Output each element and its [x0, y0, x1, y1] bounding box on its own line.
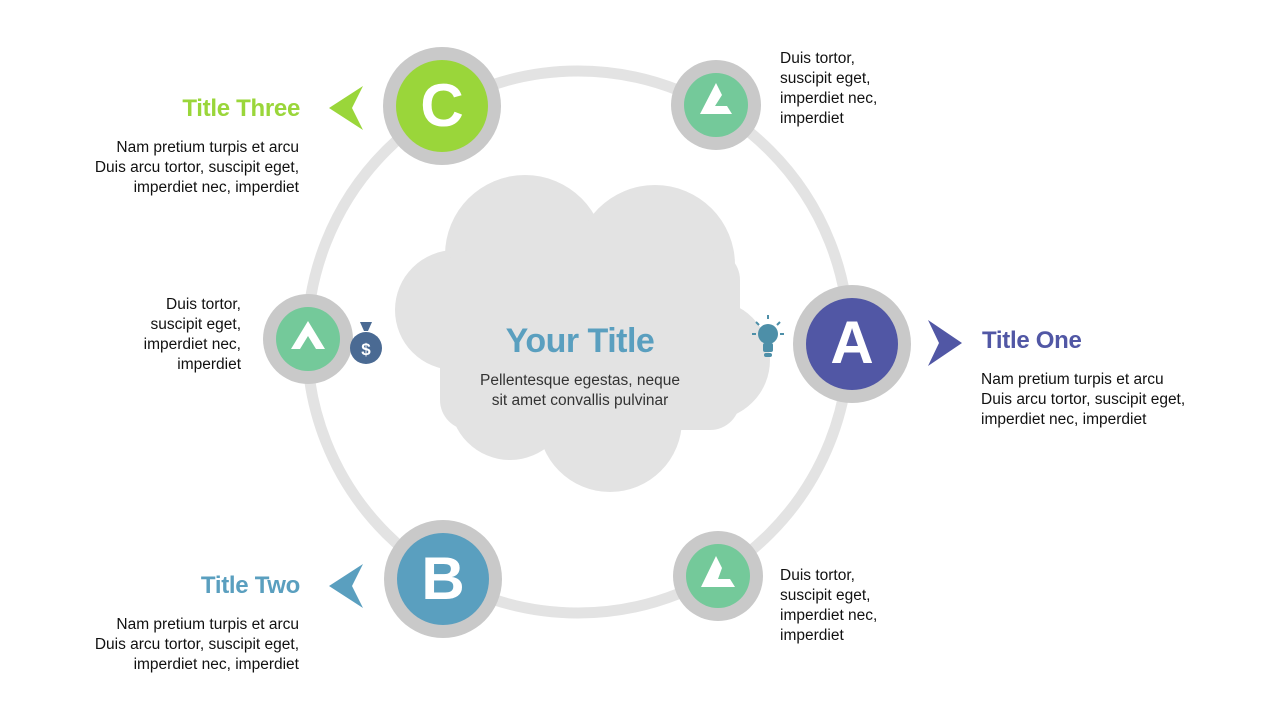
- small-text-line: suscipit eget,: [780, 587, 871, 604]
- lightbulb-icon: [752, 315, 784, 357]
- small-text-line: imperdiet: [780, 627, 844, 644]
- small-text-line: Duis tortor,: [780, 50, 855, 67]
- desc-line: Duis arcu tortor, suscipit eget,: [94, 159, 299, 176]
- title-two-description: Nam pretium turpis et arcu Duis arcu tor…: [40, 615, 299, 675]
- center-cloud: [395, 175, 770, 492]
- center-title: Your Title: [505, 322, 655, 360]
- chevron-icon: [291, 321, 325, 349]
- small-text-line: imperdiet nec,: [143, 336, 241, 353]
- node-a-fill: [806, 298, 898, 390]
- small-text-line: imperdiet nec,: [780, 90, 878, 107]
- small-node-bottom-right-text: Duis tortor, suscipit eget, imperdiet ne…: [780, 566, 930, 646]
- chevron-icon: [701, 556, 735, 587]
- small-text-line: suscipit eget,: [780, 70, 871, 87]
- small-text-line: imperdiet nec,: [780, 607, 878, 624]
- title-three: Title Three: [182, 95, 300, 122]
- title-three-description: Nam pretium turpis et arcu Duis arcu tor…: [40, 138, 299, 198]
- center-subtitle-line: sit amet convallis pulvinar: [491, 392, 669, 409]
- title-one: Title One: [982, 327, 1082, 354]
- node-c-fill: [396, 60, 488, 152]
- node-b-fill: [397, 533, 489, 625]
- small-text-line: imperdiet: [177, 356, 241, 373]
- node-c-letter: C: [420, 72, 464, 139]
- desc-line: Nam pretium turpis et arcu: [116, 616, 299, 633]
- center-subtitle-line: Pellentesque egestas, neque: [480, 372, 680, 389]
- small-node-left-text: Duis tortor, suscipit eget, imperdiet ne…: [100, 295, 241, 375]
- arrow-left-icon: [329, 86, 363, 130]
- svg-text:$: $: [361, 340, 371, 359]
- arrow-left-icon: [329, 564, 363, 608]
- title-one-description: Nam pretium turpis et arcu Duis arcu tor…: [981, 370, 1241, 430]
- small-node-top-right-text: Duis tortor, suscipit eget, imperdiet ne…: [780, 49, 930, 129]
- center-subtitle: Pellentesque egestas, neque sit amet con…: [430, 371, 730, 411]
- small-node-left-fill: [276, 307, 340, 371]
- title-two: Title Two: [200, 572, 300, 599]
- desc-line: imperdiet nec, imperdiet: [133, 656, 299, 673]
- small-text-line: suscipit eget,: [150, 316, 241, 333]
- desc-line: Duis arcu tortor, suscipit eget,: [981, 391, 1186, 408]
- node-a-letter: A: [830, 309, 874, 376]
- small-text-line: Duis tortor,: [780, 567, 855, 584]
- node-b-letter: B: [421, 545, 465, 612]
- desc-line: Nam pretium turpis et arcu: [116, 139, 299, 156]
- small-text-line: Duis tortor,: [166, 296, 241, 313]
- arrow-right-icon: [928, 320, 962, 366]
- small-node-top-right-fill: [684, 73, 748, 137]
- desc-line: imperdiet nec, imperdiet: [133, 179, 299, 196]
- desc-line: Duis arcu tortor, suscipit eget,: [94, 636, 299, 653]
- desc-line: Nam pretium turpis et arcu: [981, 371, 1164, 388]
- small-text-line: imperdiet: [780, 110, 844, 127]
- chevron-icon: [700, 83, 732, 114]
- desc-line: imperdiet nec, imperdiet: [981, 411, 1147, 428]
- money-bag-icon: $: [350, 322, 382, 364]
